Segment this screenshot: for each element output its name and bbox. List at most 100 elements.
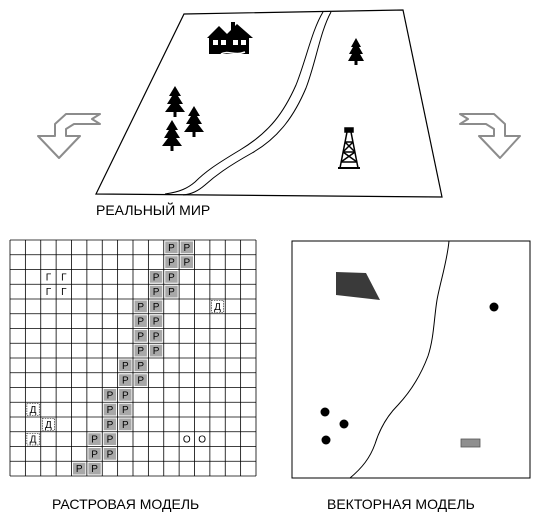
raster-cell: Р <box>134 374 147 387</box>
raster-cell-letter: Р <box>107 405 114 416</box>
raster-cell: Р <box>149 285 163 298</box>
raster-cell-letter: Р <box>153 317 160 328</box>
raster-cell-letter: Р <box>76 464 83 475</box>
raster-cell: Р <box>119 418 132 431</box>
raster-cell-letter: Р <box>137 302 144 313</box>
tree-icon <box>184 106 204 137</box>
raster-cell-letter: Г <box>46 272 52 283</box>
raster-cell: Р <box>88 433 101 446</box>
raster-cell-letter: Р <box>107 449 114 460</box>
raster-cell: Р <box>165 285 178 298</box>
raster-cell-letter: О <box>183 435 191 446</box>
raster-cell-letter: Р <box>168 243 175 254</box>
vector-point-tree <box>321 435 331 445</box>
raster-cell: Р <box>149 344 163 357</box>
raster-cell-letter: О <box>198 435 206 446</box>
raster-cell-letter: Р <box>168 258 175 269</box>
house-icon <box>207 22 253 55</box>
raster-cell: Д <box>26 432 40 446</box>
raster-cell: Г <box>42 271 55 283</box>
raster-cell-letter: Р <box>137 361 144 372</box>
raster-cell-letter: Р <box>153 272 160 283</box>
raster-cell-letter: Р <box>91 449 98 460</box>
raster-cell-letter: Р <box>153 331 160 342</box>
real-world-caption: РЕАЛЬНЫЙ МИР <box>96 202 211 218</box>
raster-cell-letter: Р <box>183 258 190 269</box>
raster-cell: Р <box>103 418 117 431</box>
raster-cell: Р <box>119 403 132 416</box>
raster-cell-letter: Р <box>107 390 114 401</box>
raster-cell-letter: Р <box>183 243 190 254</box>
raster-cell-letter: Г <box>61 272 67 283</box>
arrow-left-icon <box>37 113 101 159</box>
raster-cell: Д <box>211 300 225 313</box>
raster-cell-letter: Р <box>122 420 129 431</box>
raster-cell: Р <box>134 344 147 357</box>
raster-cell-letter: Р <box>107 420 114 431</box>
raster-cell-letter: Р <box>137 317 144 328</box>
oil-derrick-icon <box>338 127 360 169</box>
raster-cell-letter: Г <box>46 287 52 298</box>
raster-cell: Р <box>149 271 163 283</box>
tree-icon <box>348 38 364 65</box>
arrow-right-icon <box>459 113 521 159</box>
raster-cell-letter: Р <box>137 376 144 387</box>
raster-cell: О <box>196 433 209 446</box>
raster-cell-letter: Р <box>153 302 160 313</box>
raster-cell: Р <box>165 241 178 254</box>
vector-building-polygon <box>336 272 380 300</box>
raster-cell: Р <box>103 403 117 416</box>
raster-cell: Р <box>73 462 86 475</box>
raster-cell: Р <box>103 389 117 401</box>
tree-icon <box>162 120 182 151</box>
river-bank-left <box>164 11 324 195</box>
river-bank-right <box>182 11 332 196</box>
raster-grid-lines <box>9 239 257 477</box>
raster-model-caption: РАСТРОВАЯ МОДЕЛЬ <box>52 496 200 512</box>
raster-cell: Г <box>42 285 55 298</box>
raster-cell: Р <box>88 462 101 475</box>
raster-cell-letter: Д <box>214 302 221 313</box>
tree-icon <box>165 86 185 117</box>
raster-cell: Р <box>134 330 147 342</box>
raster-cell: Р <box>180 256 193 269</box>
raster-cell: Р <box>180 241 193 254</box>
raster-cell: Г <box>57 285 70 298</box>
vector-object-rect <box>460 438 481 448</box>
raster-cell-letter: Р <box>91 464 98 475</box>
raster-cell-letter: Р <box>91 435 98 446</box>
raster-cell-letter: Р <box>153 287 160 298</box>
raster-cell-letter: Д <box>45 420 52 431</box>
raster-cell-letter: Г <box>61 287 67 298</box>
vector-model <box>291 240 531 479</box>
raster-cell-letter: Р <box>168 272 175 283</box>
raster-cell: Р <box>119 389 132 401</box>
raster-cell-letter: Р <box>122 405 129 416</box>
raster-cell: Р <box>149 315 163 328</box>
real-world-outline <box>95 9 443 198</box>
raster-cell: Д <box>26 403 40 416</box>
raster-cell: Р <box>103 433 117 446</box>
raster-cell: Р <box>88 448 101 460</box>
raster-cell-letter: Р <box>122 376 129 387</box>
raster-cell-letter: Р <box>137 331 144 342</box>
raster-cell-letter: Р <box>122 361 129 372</box>
vector-point-tree <box>339 419 349 429</box>
raster-cell: Р <box>134 315 147 328</box>
real-world-map <box>95 9 443 198</box>
raster-cell: Р <box>149 300 163 313</box>
raster-cell-letter: Р <box>137 346 144 357</box>
raster-cell: О <box>180 433 193 446</box>
vector-river-line <box>349 240 450 479</box>
raster-cell: Р <box>134 300 147 313</box>
raster-cell-letter: Р <box>168 287 175 298</box>
raster-cell: Р <box>165 271 178 283</box>
raster-cell: Р <box>119 359 132 372</box>
raster-cell-letter: Д <box>30 405 37 416</box>
raster-cell-letter: Р <box>122 390 129 401</box>
vector-point-tree <box>320 407 330 417</box>
vector-model-frame <box>291 240 531 479</box>
